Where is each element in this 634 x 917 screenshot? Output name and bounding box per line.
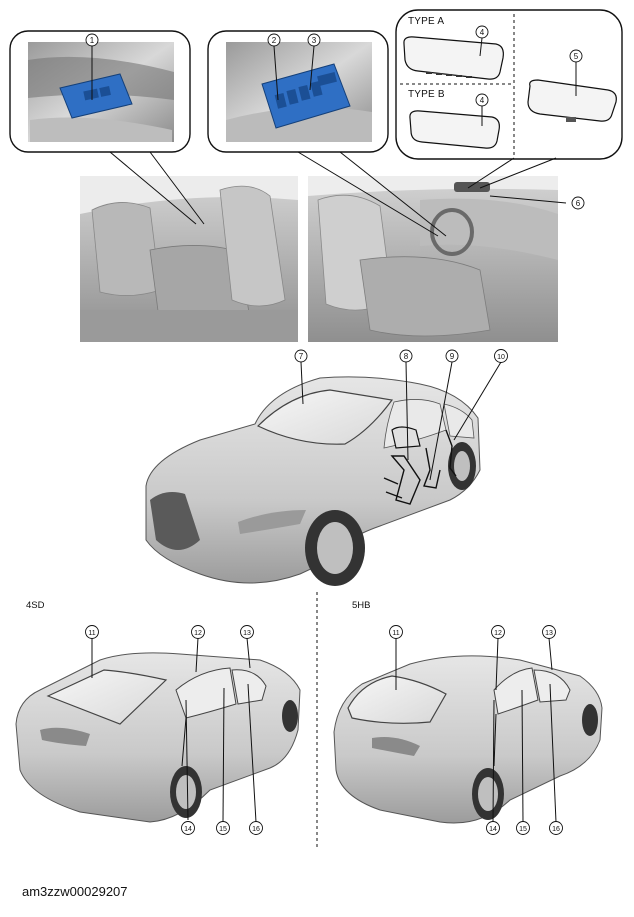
mirror-type-a bbox=[403, 36, 504, 80]
figure-id: am3zzw00029207 bbox=[22, 884, 128, 899]
hatchback-rear-window-glass bbox=[347, 675, 447, 724]
sedan-variant-label: 4SD bbox=[26, 600, 45, 611]
inset-rearview-mirrors bbox=[395, 9, 623, 160]
inset-leader-lines bbox=[109, 151, 567, 237]
callout-leader-lines bbox=[91, 37, 577, 823]
hatchback-variant-label: 5HB bbox=[352, 600, 371, 611]
front-grille bbox=[150, 492, 200, 550]
interior-rear-cabin-view bbox=[80, 176, 298, 342]
callout-12-hatchback: 12 bbox=[494, 630, 502, 637]
callout-2: 2 bbox=[272, 36, 277, 45]
callout-7: 7 bbox=[299, 352, 304, 361]
callout-3: 3 bbox=[312, 36, 317, 45]
window-regulators bbox=[383, 429, 457, 505]
inset-driver-power-window-switch bbox=[207, 30, 389, 153]
callout-16-sedan: 16 bbox=[252, 826, 260, 833]
type-a-label: TYPE A bbox=[408, 16, 445, 27]
callout-9: 9 bbox=[450, 352, 455, 361]
callout-14-sedan: 14 bbox=[184, 826, 192, 833]
callout-15-sedan: 15 bbox=[219, 826, 227, 833]
callout-markers bbox=[85, 25, 585, 835]
callout-12-sedan: 12 bbox=[194, 630, 202, 637]
callout-13-sedan: 13 bbox=[243, 630, 251, 637]
callout-10: 10 bbox=[497, 354, 505, 361]
callout-15-hatchback: 15 bbox=[519, 826, 527, 833]
sedan-rear-view bbox=[15, 652, 301, 823]
callout-1: 1 bbox=[90, 36, 95, 45]
callout-8: 8 bbox=[404, 352, 409, 361]
callout-16-hatchback: 16 bbox=[552, 826, 560, 833]
interior-front-cabin-view bbox=[308, 176, 558, 342]
type-b-label: TYPE B bbox=[408, 89, 445, 100]
main-car-front-view bbox=[145, 376, 481, 586]
callout-11-hatchback: 11 bbox=[392, 630, 399, 637]
callout-4-type-b: 4 bbox=[480, 96, 485, 105]
mirror-type-b bbox=[409, 110, 500, 149]
callout-13-hatchback: 13 bbox=[545, 630, 553, 637]
callout-5: 5 bbox=[574, 52, 579, 61]
door-mirror bbox=[391, 426, 421, 449]
windshield-glass bbox=[256, 389, 394, 445]
mirror-frameless bbox=[527, 79, 617, 122]
callout-4-type-a: 4 bbox=[480, 28, 485, 37]
hatchback-rear-view bbox=[333, 655, 603, 824]
callout-11-sedan: 11 bbox=[88, 630, 95, 637]
sedan-rear-window-glass bbox=[46, 669, 168, 725]
power-window-lock-switch bbox=[317, 71, 337, 87]
inset-rear-power-window-switch bbox=[9, 30, 191, 153]
callout-6: 6 bbox=[576, 199, 581, 208]
callout-14-hatchback: 14 bbox=[489, 826, 497, 833]
